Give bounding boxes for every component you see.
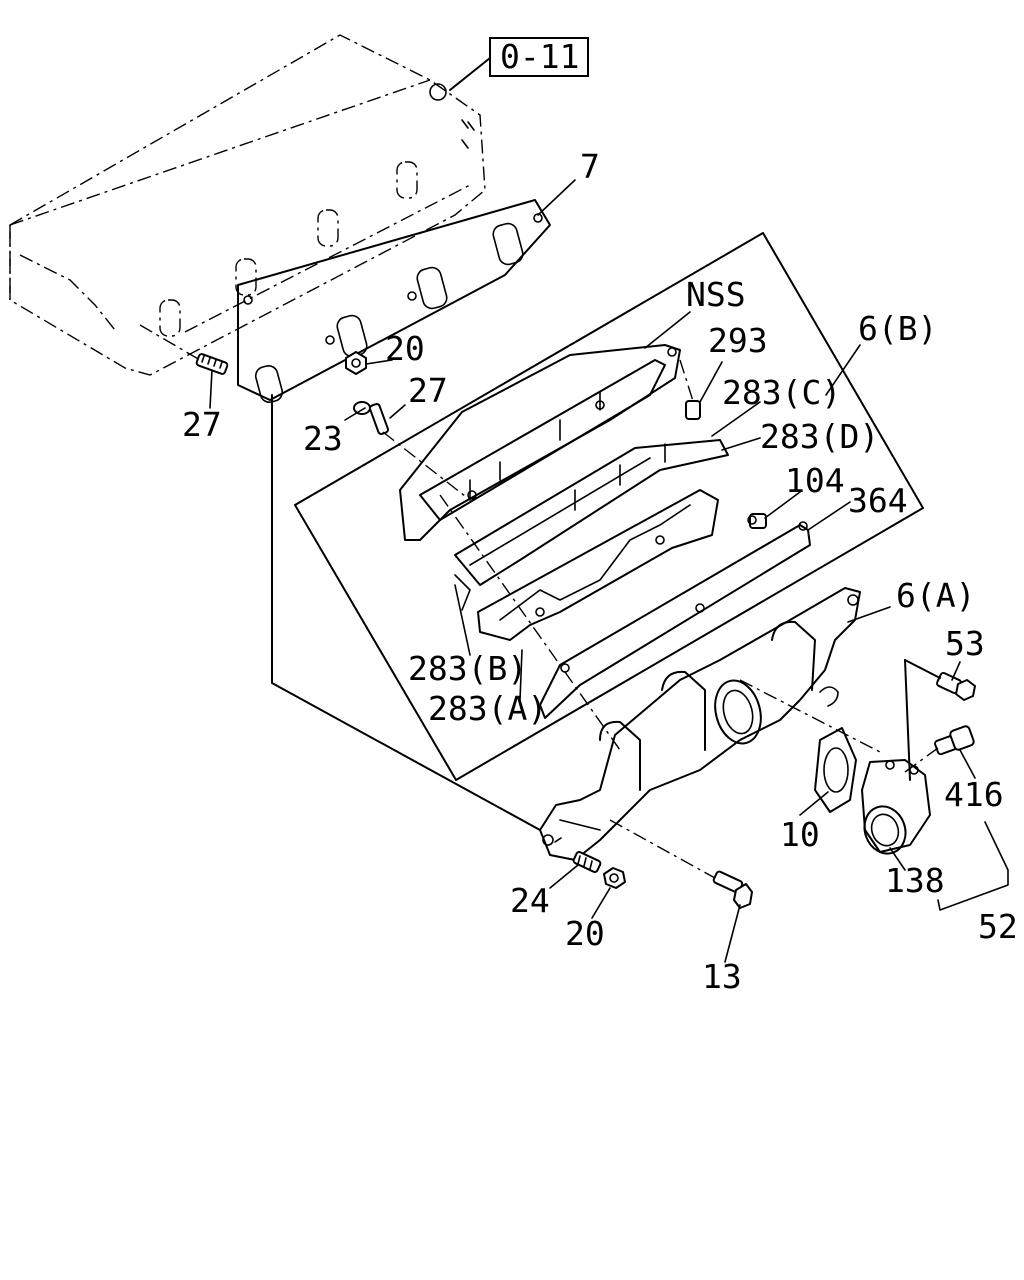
sensor-416 [904, 725, 975, 773]
callout-104: 104 [785, 461, 845, 500]
leader-lines [209, 179, 1009, 963]
bolt-104 [747, 513, 767, 529]
reference-line [271, 394, 541, 831]
callout-138: 138 [885, 861, 945, 900]
callout-10: 10 [780, 815, 820, 854]
callout-293: 293 [708, 321, 768, 360]
heat-shield-283-cd [454, 439, 729, 586]
heat-shield-upper [399, 344, 681, 751]
callout-283c: 283(C) [722, 373, 841, 412]
callout-20-top: 20 [385, 329, 425, 368]
callout-23: 23 [303, 419, 343, 458]
cylinder-head-outline [9, 34, 486, 376]
callout-labels: 7 NSS 293 6(B) 20 27 23 27 283(C) 283(D)… [182, 147, 1018, 996]
callout-52: 52 [978, 907, 1018, 946]
washer-23 [353, 401, 371, 415]
callout-7: 7 [580, 147, 600, 186]
callout-nss: NSS [686, 275, 746, 314]
callout-416: 416 [944, 775, 1004, 814]
callout-27-left: 27 [182, 405, 222, 444]
outlet-gasket [814, 727, 857, 813]
reference-box-label: 0-11 [500, 37, 579, 76]
callout-283b: 283(B) [408, 649, 527, 688]
nut-20-bottom [603, 867, 626, 889]
stud-27-top [369, 403, 471, 501]
callout-283d: 283(D) [760, 417, 879, 456]
heat-shield-283-ab [454, 489, 719, 641]
stud-24 [572, 851, 602, 873]
stud-27-left [139, 324, 229, 375]
callout-13: 13 [702, 957, 742, 996]
outlet-elbow [861, 759, 931, 855]
callout-27-top: 27 [408, 371, 448, 410]
callout-53: 53 [945, 624, 985, 663]
exhaust-manifold [539, 587, 881, 861]
callout-364: 364 [848, 481, 908, 520]
callout-24: 24 [510, 881, 550, 920]
reference-box: 0-11 [449, 37, 589, 91]
manifold-gasket [237, 199, 551, 404]
callout-283a: 283(A) [428, 689, 547, 728]
bolt-13 [609, 819, 753, 909]
callout-20-bottom: 20 [565, 914, 605, 953]
callout-6b: 6(B) [858, 309, 937, 348]
callout-6a: 6(A) [896, 576, 975, 615]
heat-shield-364 [539, 521, 811, 719]
bolt-293 [679, 359, 701, 420]
heat-shield-assembly-frame [294, 232, 924, 781]
nut-20-top [345, 351, 367, 375]
bolt-53 [904, 659, 976, 781]
